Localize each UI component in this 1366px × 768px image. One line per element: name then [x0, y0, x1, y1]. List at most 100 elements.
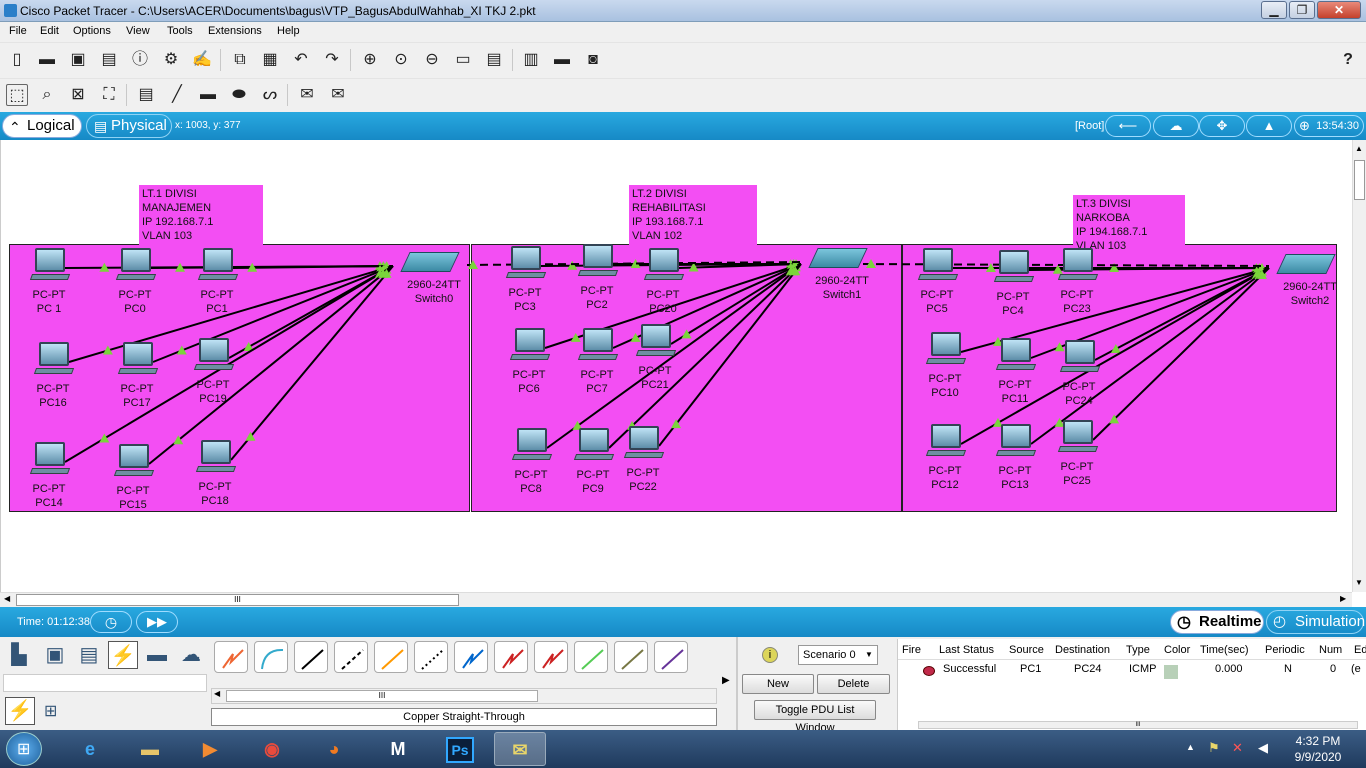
- logical-workspace[interactable]: LT.1 DIVISI MANAJEMEN IP 192.168.7.1 VLA…: [0, 140, 1352, 592]
- print-icon[interactable]: ▤: [101, 51, 117, 68]
- note-lt1[interactable]: LT.1 DIVISI MANAJEMEN IP 192.168.7.1 VLA…: [139, 185, 263, 245]
- end-devices-icon[interactable]: ▣: [45, 644, 65, 666]
- octal-cable-icon[interactable]: [574, 641, 608, 673]
- connections-subcategory-icon[interactable]: ⚡: [5, 697, 35, 725]
- delete-icon[interactable]: ⊠: [71, 86, 85, 103]
- volume-icon[interactable]: ◀: [1258, 740, 1268, 755]
- menu-help[interactable]: Help: [277, 25, 300, 37]
- new-scenario-button[interactable]: New: [742, 674, 814, 694]
- note-lt2[interactable]: LT.2 DIVISI REHABILITASI IP 193.168.7.1 …: [629, 185, 757, 245]
- network-link[interactable]: [1094, 267, 1270, 361]
- toggle-pdu-list-button[interactable]: Toggle PDU List Window: [754, 700, 876, 734]
- chrome-icon[interactable]: ◉: [264, 739, 280, 759]
- scroll-right-arrow-icon[interactable]: ▶: [1340, 594, 1347, 603]
- draw-rectangle-icon[interactable]: ▬: [200, 86, 216, 103]
- horizontal-scroll-thumb[interactable]: III: [16, 594, 459, 606]
- vertical-scrollbar[interactable]: ▲ ▼: [1352, 140, 1366, 592]
- custom-devices-icon[interactable]: ▤: [486, 51, 502, 68]
- tab-logical[interactable]: ⌃ Logical: [2, 114, 82, 138]
- usb-cable-icon[interactable]: [654, 641, 688, 673]
- menu-edit[interactable]: Edit: [40, 25, 59, 37]
- serial-dce-cable-icon[interactable]: [494, 641, 528, 673]
- pdu-column-header[interactable]: Destination: [1055, 644, 1111, 656]
- scroll-left-arrow-icon[interactable]: ◀: [4, 594, 11, 603]
- open-folder-icon[interactable]: ▬: [39, 51, 55, 68]
- help-icon[interactable]: ?: [1343, 51, 1353, 68]
- network-link[interactable]: [230, 265, 394, 461]
- minimize-button[interactable]: ▁: [1261, 1, 1287, 19]
- file-explorer-icon[interactable]: ▬: [141, 739, 159, 759]
- network-wizard-icon[interactable]: ⚙: [163, 51, 179, 68]
- select-icon[interactable]: ⬚: [6, 84, 28, 106]
- cluster-button[interactable]: ☁: [1153, 115, 1199, 137]
- console-cable-icon[interactable]: [254, 641, 288, 673]
- system-date[interactable]: 9/9/2020: [1294, 750, 1342, 764]
- cable-scroll-thumb[interactable]: III: [226, 690, 538, 702]
- screenshot-icon[interactable]: ◙: [588, 51, 598, 68]
- packet-tracer-task-icon[interactable]: ✉: [494, 732, 546, 766]
- scroll-down-arrow-icon[interactable]: ▼: [1355, 578, 1363, 587]
- zoom-in-icon[interactable]: ⊕: [363, 51, 377, 68]
- close-button[interactable]: ✕: [1317, 1, 1361, 19]
- start-button[interactable]: ⊞: [6, 732, 42, 766]
- root-label[interactable]: [Root]: [1075, 120, 1105, 132]
- network-link[interactable]: [152, 265, 394, 363]
- freeform-icon[interactable]: ᔕ: [262, 86, 278, 103]
- vertical-scroll-thumb[interactable]: [1354, 160, 1365, 200]
- panel-collapse-arrow-icon[interactable]: ▶: [722, 675, 730, 686]
- auto-cable-icon[interactable]: [214, 641, 248, 673]
- move-object-button[interactable]: ✥: [1199, 115, 1245, 137]
- back-button[interactable]: ⟵: [1105, 115, 1151, 137]
- pdu-column-header[interactable]: Last Status: [939, 644, 995, 656]
- tray-expand-icon[interactable]: ▲: [1186, 742, 1195, 752]
- pdu-column-header[interactable]: Color: [1164, 644, 1191, 656]
- resize-shape-icon[interactable]: ⛶: [103, 86, 115, 103]
- network-link[interactable]: [670, 263, 802, 345]
- draw-ellipse-icon[interactable]: ⬬: [232, 86, 246, 103]
- new-file-icon[interactable]: ▯: [12, 51, 22, 68]
- pdu-column-header[interactable]: Num: [1319, 644, 1343, 656]
- menu-extensions[interactable]: Extensions: [208, 25, 262, 37]
- photoshop-icon[interactable]: Ps: [434, 732, 486, 766]
- drawing-palette-icon[interactable]: ▭: [455, 51, 471, 68]
- media-player-icon[interactable]: ▶: [203, 739, 217, 759]
- tab-physical[interactable]: ▤ Physical: [86, 114, 172, 138]
- info-icon[interactable]: ⓘ: [131, 51, 148, 68]
- paste-icon[interactable]: ▦: [262, 51, 278, 68]
- network-link[interactable]: [678, 263, 802, 269]
- copy-icon[interactable]: ⧉: [234, 51, 246, 68]
- viewport-icon[interactable]: ▬: [554, 51, 570, 68]
- undo-icon[interactable]: ↶: [294, 51, 308, 68]
- firefox-icon[interactable]: ◕: [328, 739, 340, 759]
- pdu-column-header[interactable]: Source: [1009, 644, 1044, 656]
- add-complex-pdu-icon[interactable]: ✉: [331, 86, 345, 103]
- pdu-column-header[interactable]: Time(sec): [1200, 644, 1249, 656]
- multiuser-cloud-icon[interactable]: ☁: [181, 644, 201, 666]
- pdu-column-header[interactable]: Fire: [902, 644, 921, 656]
- cable-scrollbar[interactable]: ◀ III: [211, 688, 717, 704]
- network-link[interactable]: [1092, 267, 1270, 441]
- scenario-select[interactable]: Scenario 0 ▼: [798, 645, 878, 665]
- delete-scenario-button[interactable]: Delete: [817, 674, 890, 694]
- add-simple-pdu-icon[interactable]: ✉: [300, 86, 314, 103]
- save-icon[interactable]: ▣: [70, 51, 86, 68]
- network-link[interactable]: [148, 265, 394, 465]
